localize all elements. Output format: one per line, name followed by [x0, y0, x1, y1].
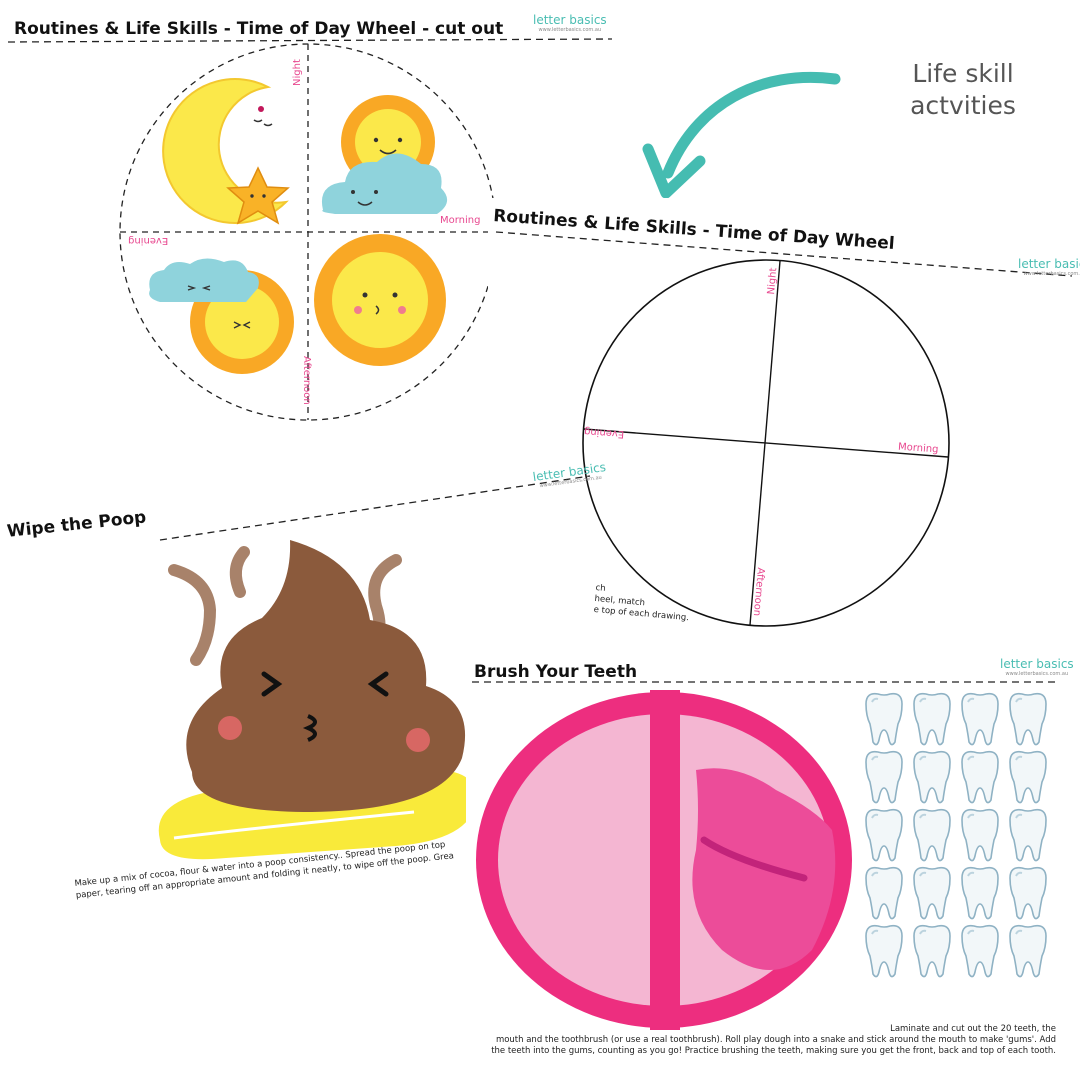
label-evening: Evening — [128, 235, 169, 246]
moon-icon — [162, 78, 289, 225]
tooth-icon — [913, 866, 951, 920]
cutout-wheel — [119, 43, 497, 421]
afternoon-sun-icon — [314, 234, 446, 366]
poop-icon — [186, 540, 466, 812]
teeth-grid — [862, 692, 1062, 992]
tooth-icon — [1009, 808, 1047, 862]
tooth-icon — [913, 924, 951, 978]
tooth-icon — [865, 750, 903, 804]
tooth-icon — [913, 750, 951, 804]
teeth-instructions: Laminate and cut out the 20 teeth, the m… — [491, 1024, 1056, 1056]
tooth-icon — [961, 692, 999, 746]
tooth-icon — [1009, 692, 1047, 746]
cloud-icon — [321, 153, 448, 214]
star-icon — [226, 166, 290, 225]
mouth-illustration — [476, 690, 852, 1030]
tooth-icon — [913, 808, 951, 862]
label-afternoon: Afternoon — [301, 356, 312, 405]
label-night: Night — [766, 267, 780, 295]
tooth-icon — [865, 924, 903, 978]
tooth-icon — [961, 924, 999, 978]
tooth-icon — [865, 808, 903, 862]
sheet-wheel: Routines & Life Skills - Time of Day Whe… — [488, 198, 1080, 646]
callout-arrow — [642, 71, 841, 199]
blank-wheel — [582, 259, 950, 627]
label-night: Night — [292, 59, 303, 86]
tooth-icon — [865, 866, 903, 920]
evening-cloud-icon — [149, 258, 259, 302]
callout-line-1: Life skill — [912, 59, 1014, 88]
tooth-icon — [1009, 750, 1047, 804]
tooth-icon — [913, 692, 951, 746]
dashed-rule — [159, 475, 591, 541]
poop-illustration — [158, 540, 477, 860]
dashed-rule — [495, 231, 1073, 277]
sheet-title: Routines & Life Skills - Time of Day Whe… — [14, 19, 504, 39]
callout-line-2: actvities — [910, 91, 1016, 120]
mouth-divider — [650, 690, 680, 1030]
dashed-rule — [472, 681, 1056, 683]
tooth-icon — [961, 808, 999, 862]
callout-text: Life skill actvities — [880, 58, 1046, 122]
label-morning: Morning — [440, 215, 481, 226]
sheet-cutout: Routines & Life Skills - Time of Day Whe… — [0, 0, 620, 430]
tooth-icon — [961, 750, 999, 804]
dashed-rule — [7, 38, 613, 43]
tooth-icon — [865, 692, 903, 746]
sheet-title: Brush Your Teeth — [474, 662, 638, 682]
tooth-icon — [1009, 866, 1047, 920]
tooth-icon — [961, 866, 999, 920]
tooth-icon — [1009, 924, 1047, 978]
